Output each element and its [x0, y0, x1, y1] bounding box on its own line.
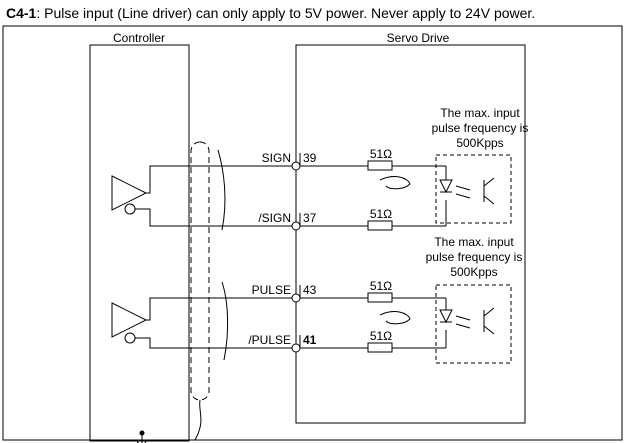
note-2-line-1: The max. input	[434, 235, 514, 249]
note-1-line-1: The max. input	[440, 106, 520, 120]
servo-drive-box	[295, 44, 526, 424]
signal-name-nsign: /SIGN	[258, 211, 291, 225]
pin-number-37: 37	[303, 211, 317, 225]
pin-number-39: 39	[303, 151, 317, 165]
pin-number-43: 43	[303, 283, 317, 297]
signal-name-sign: SIGN	[262, 151, 291, 165]
resistor-label-39: 51Ω	[370, 147, 392, 161]
diagram-caption: C4-1: Pulse input (Line driver) can only…	[6, 5, 535, 21]
terminal-41	[291, 343, 301, 353]
note-1-line-2: pulse frequency is	[432, 121, 529, 135]
line-driver-pulse	[111, 297, 296, 349]
caption-code: C4-1	[6, 5, 37, 21]
controller-label: Controller	[113, 31, 165, 45]
frame-border	[2, 25, 623, 441]
terminal-39	[291, 161, 301, 171]
signal-name-pulse: PULSE	[252, 283, 291, 297]
servo-input-sign	[296, 154, 512, 231]
caption-text: : Pulse input (Line driver) can only app…	[36, 5, 536, 21]
servo-drive-label: Servo Drive	[387, 31, 450, 45]
resistor-label-43: 51Ω	[370, 279, 392, 293]
signal-name-npulse: /PULSE	[248, 333, 291, 347]
terminal-37	[291, 221, 301, 231]
note-2-line-2: pulse frequency is	[426, 250, 523, 264]
resistor-label-37: 51Ω	[370, 207, 392, 221]
servo-input-pulse	[296, 284, 512, 364]
resistor-label-41: 51Ω	[370, 329, 392, 343]
twisted-pair-shield	[190, 141, 229, 441]
sg-label: SG	[136, 437, 153, 443]
terminal-43	[291, 293, 301, 303]
controller-box	[89, 44, 190, 442]
note-2-line-3: 500Kpps	[450, 265, 497, 279]
note-1-line-3: 500Kpps	[456, 136, 503, 150]
pin-number-41: 41	[303, 333, 317, 347]
